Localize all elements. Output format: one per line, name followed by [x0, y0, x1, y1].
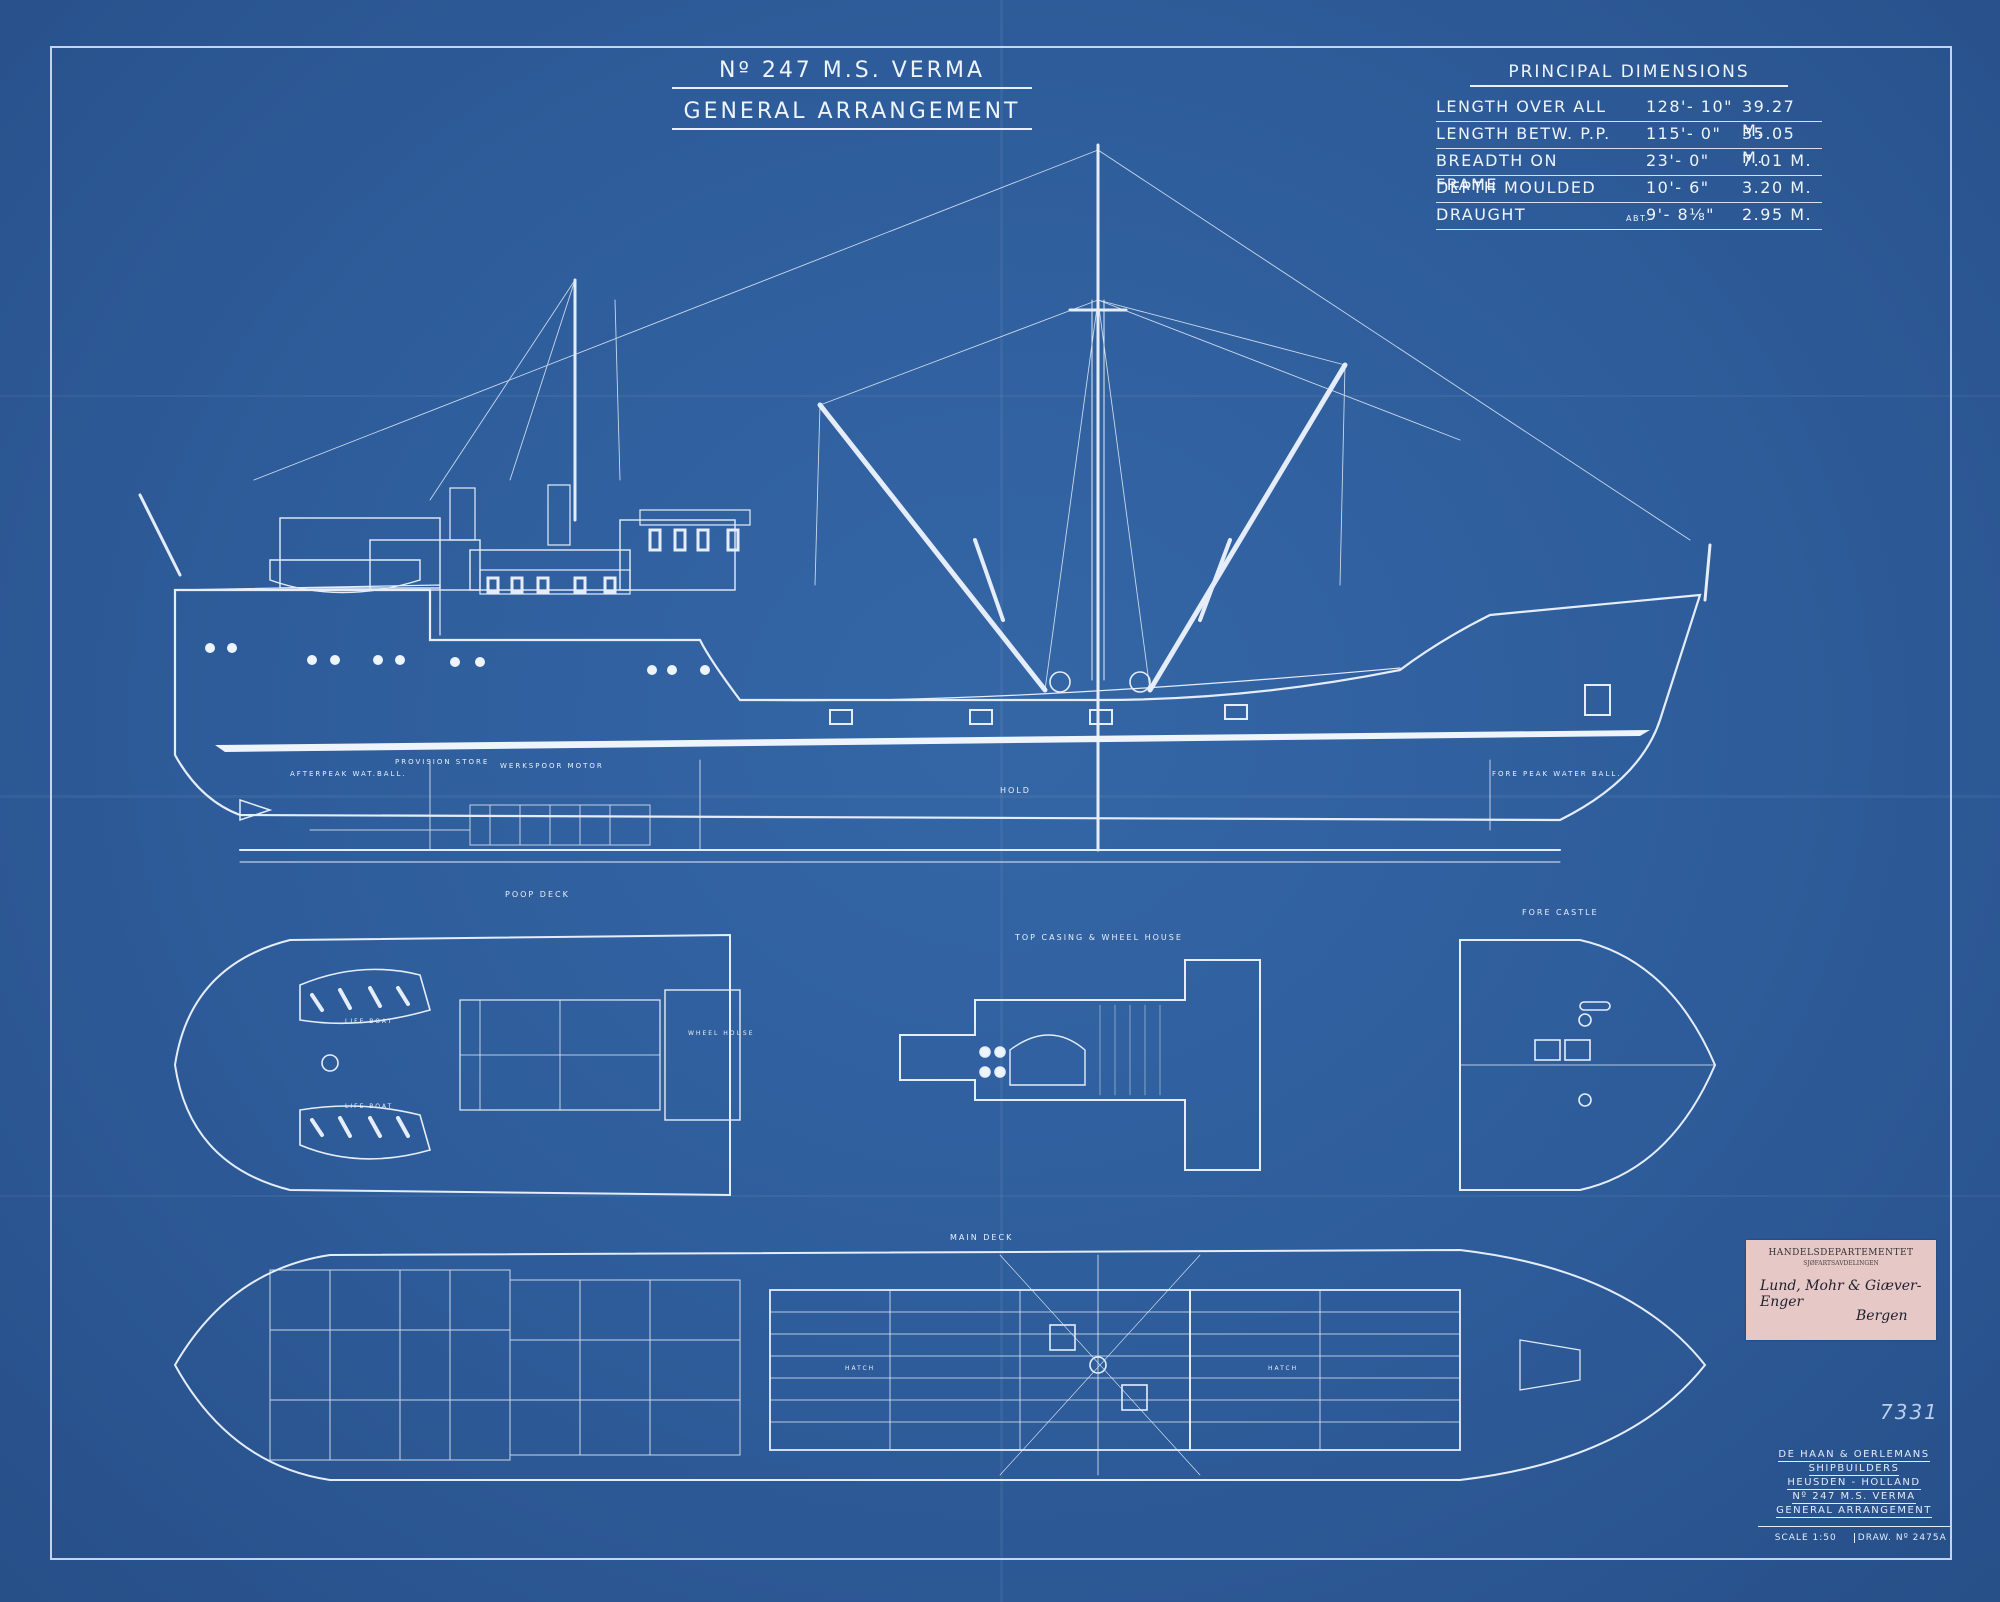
poop-deck-plan — [173, 933, 741, 1197]
hull-scuttles — [829, 684, 1611, 725]
dimension-row: BREADTH ON FRAME 23'- 0" 7.01 M. — [1436, 149, 1822, 194]
rigging-lines — [253, 149, 1691, 691]
dimension-label: LENGTH OVER ALL — [1436, 97, 1607, 116]
dimension-metric: 39.27 M. — [1742, 97, 1796, 140]
builder-name: DE HAAN & OERLEMANS — [1778, 1449, 1930, 1462]
stamp-city: Bergen — [1856, 1308, 1908, 1324]
label-hatch-aft: HATCH — [845, 1365, 876, 1372]
builder-drawing-title: GENERAL ARRANGEMENT — [1776, 1505, 1932, 1518]
derrick-fwd — [1147, 362, 1348, 693]
drawing-border — [50, 46, 1952, 1560]
fore-castle-plan — [1459, 939, 1717, 1191]
dimension-prefix — [1626, 95, 1646, 121]
dimension-prefix — [1626, 122, 1646, 148]
stamp-signature: Lund, Mohr & Giæver-Enger — [1760, 1278, 1922, 1310]
fold-line — [1000, 0, 1003, 1602]
label-life-boat: LIFE BOAT — [345, 1018, 394, 1025]
builder-drawing-number: DRAW. Nº 2475A — [1853, 1533, 1951, 1543]
profile-view — [138, 143, 1712, 863]
fold-line — [0, 1195, 2000, 1197]
dimension-prefix: ABT. — [1626, 214, 1650, 223]
title-line-2: GENERAL ARRANGEMENT — [672, 99, 1032, 130]
top-casing-plan — [899, 959, 1261, 1171]
hull-outline — [173, 588, 1702, 822]
label-hold: HOLD — [1000, 786, 1031, 795]
dimension-label: DRAUGHT — [1436, 205, 1527, 224]
dimension-imperial: 10'- 6" — [1646, 178, 1710, 197]
dimension-imperial: 115'- 0" — [1646, 124, 1722, 143]
principal-dimensions-table: PRINCIPAL DIMENSIONS LENGTH OVER ALL 128'… — [1436, 62, 1822, 230]
dimension-imperial: 23'- 0" — [1646, 151, 1710, 170]
dimension-metric: 35.05 M. — [1742, 124, 1796, 167]
label-fore-peak: FORE PEAK WATER BALL. — [1492, 770, 1622, 778]
label-wheel-house: WHEEL HOUSE — [688, 1030, 755, 1037]
stamp-section: SJØFARTSAVDELINGEN — [1803, 1260, 1879, 1267]
portholes — [205, 643, 710, 675]
hatch-aft — [769, 1289, 1191, 1451]
dimension-row: LENGTH BETW. P.P. 115'- 0" 35.05 M. — [1436, 122, 1822, 167]
waterline — [215, 730, 1650, 752]
builder-title-block: DE HAAN & OERLEMANS SHIPBUILDERS HEUSDEN… — [1758, 1444, 1950, 1558]
dimension-row: LENGTH OVER ALL 128'- 10" 39.27 M. — [1436, 95, 1822, 140]
label-hatch-fwd: HATCH — [1268, 1365, 1299, 1372]
dimension-metric: 3.20 M. — [1742, 178, 1813, 197]
fold-line — [0, 395, 2000, 397]
builder-scale: SCALE 1:50 — [1774, 1533, 1837, 1543]
label-provision: PROVISION STORE — [395, 758, 490, 766]
derrick-aft — [817, 402, 1048, 693]
view-label-main-deck: MAIN DECK — [950, 1233, 1014, 1242]
dimension-imperial: 9'- 8⅛" — [1646, 205, 1715, 224]
dimension-row: DRAUGHT ABT.9'- 8⅛" 2.95 M. — [1436, 203, 1822, 230]
builder-ship: Nº 247 M.S. VERMA — [1792, 1491, 1916, 1504]
view-label-top-casing: TOP CASING & WHEEL HOUSE — [1015, 933, 1183, 942]
reference-number: 7331 — [1880, 1400, 1939, 1424]
label-after-peak: AFTERPEAK WAT.BALL. — [290, 770, 407, 778]
dimension-prefix — [1626, 176, 1646, 202]
dimension-label: LENGTH BETW. P.P. — [1436, 124, 1611, 143]
dimension-metric: 2.95 M. — [1742, 205, 1813, 224]
approval-stamp: HANDELSDEPARTEMENTET SJØFARTSAVDELINGEN … — [1746, 1240, 1936, 1340]
dimension-row: DEPTH MOULDED 10'- 6" 3.20 M. — [1436, 176, 1822, 203]
dimension-label: DEPTH MOULDED — [1436, 178, 1597, 197]
fold-line — [0, 795, 2000, 798]
view-label-poop-deck: POOP DECK — [505, 890, 570, 899]
stamp-department: HANDELSDEPARTEMENTET — [1768, 1248, 1914, 1258]
title-line-1: Nº 247 M.S. VERMA — [672, 58, 1032, 89]
hatch-fwd — [1189, 1289, 1461, 1451]
main-deck-plan — [173, 1248, 1707, 1481]
builder-location: HEUSDEN - HOLLAND — [1787, 1477, 1921, 1490]
label-life-boat: LIFE BOAT — [345, 1103, 394, 1110]
builder-type: SHIPBUILDERS — [1808, 1463, 1900, 1476]
dimensions-heading: PRINCIPAL DIMENSIONS — [1470, 62, 1788, 87]
label-motor: WERKSPOOR MOTOR — [500, 762, 604, 770]
dimension-metric: 7.01 M. — [1742, 151, 1813, 170]
dimension-imperial: 128'- 10" — [1646, 97, 1734, 116]
dimension-prefix — [1626, 149, 1646, 175]
dimension-label: BREADTH ON FRAME — [1436, 151, 1558, 194]
profile-lifeboat — [269, 559, 421, 594]
view-label-fore-castle: FORE CASTLE — [1522, 908, 1599, 917]
drawing-title: Nº 247 M.S. VERMA GENERAL ARRANGEMENT — [672, 58, 1032, 130]
cabin-windows — [486, 528, 740, 594]
